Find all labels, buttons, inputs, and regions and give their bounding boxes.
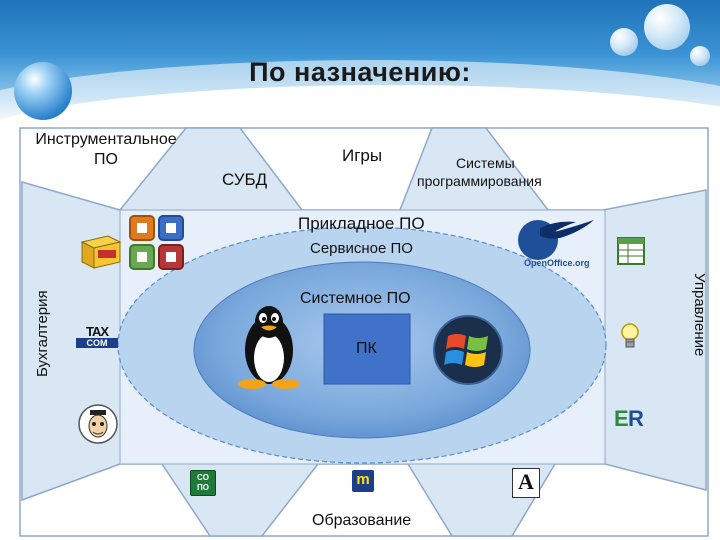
pc-label: ПК: [356, 340, 377, 357]
taxcom-text-top: TAX: [85, 324, 109, 339]
taxcom-text-bottom: COM: [76, 338, 118, 348]
category-programming-line1: Системы: [456, 155, 515, 171]
header-banner: [0, 0, 720, 120]
category-education: Образование: [312, 512, 412, 529]
openoffice-logo-icon: OpenOffice.org: [510, 214, 606, 272]
category-programming-line2: программирования: [417, 173, 542, 189]
font-editor-icon: A: [512, 468, 540, 498]
edu-m-icon: m: [352, 470, 374, 492]
er-diagram-icon: E R: [612, 402, 648, 432]
category-dbms: СУБД: [222, 170, 268, 189]
category-games: Игры: [342, 146, 383, 165]
category-management: Управление: [691, 273, 708, 357]
category-accounting: Бухгалтерия: [34, 290, 51, 377]
light-bulb-icon: [621, 323, 639, 348]
spreadsheet-icon: [617, 237, 645, 265]
svg-text:E: E: [614, 406, 629, 431]
pc-box: [323, 313, 411, 385]
decorative-bubble-icon: [610, 28, 638, 56]
system-po-label: Системное ПО: [300, 290, 411, 307]
edu-software-text-bottom: ПО: [197, 483, 209, 492]
taxcom-logo-icon: TAX COM: [76, 324, 118, 348]
edu-m-letter: m: [356, 471, 370, 488]
service-po-label: Сервисное ПО: [310, 240, 413, 257]
openoffice-logo-text: OpenOffice.org: [524, 258, 590, 268]
font-editor-letter: A: [518, 469, 534, 494]
tux-penguin-icon: [238, 306, 300, 389]
software-box-icon: [80, 235, 122, 269]
cartoon-character-icon: [78, 404, 118, 444]
edu-software-icon: CO ПО: [190, 470, 216, 496]
windows-logo-icon: [433, 315, 503, 385]
slide-title: По назначению:: [249, 57, 471, 87]
svg-text:R: R: [628, 406, 644, 431]
category-instrumental: Инструментальное ПО: [35, 131, 177, 168]
decorative-bubble-icon: [690, 46, 710, 66]
ms-office-icon: [129, 215, 184, 270]
applied-po-label: Прикладное ПО: [298, 214, 425, 233]
decorative-bubble-icon: [14, 62, 72, 120]
decorative-bubble-icon: [644, 4, 690, 50]
edu-software-text-top: CO: [197, 473, 209, 482]
